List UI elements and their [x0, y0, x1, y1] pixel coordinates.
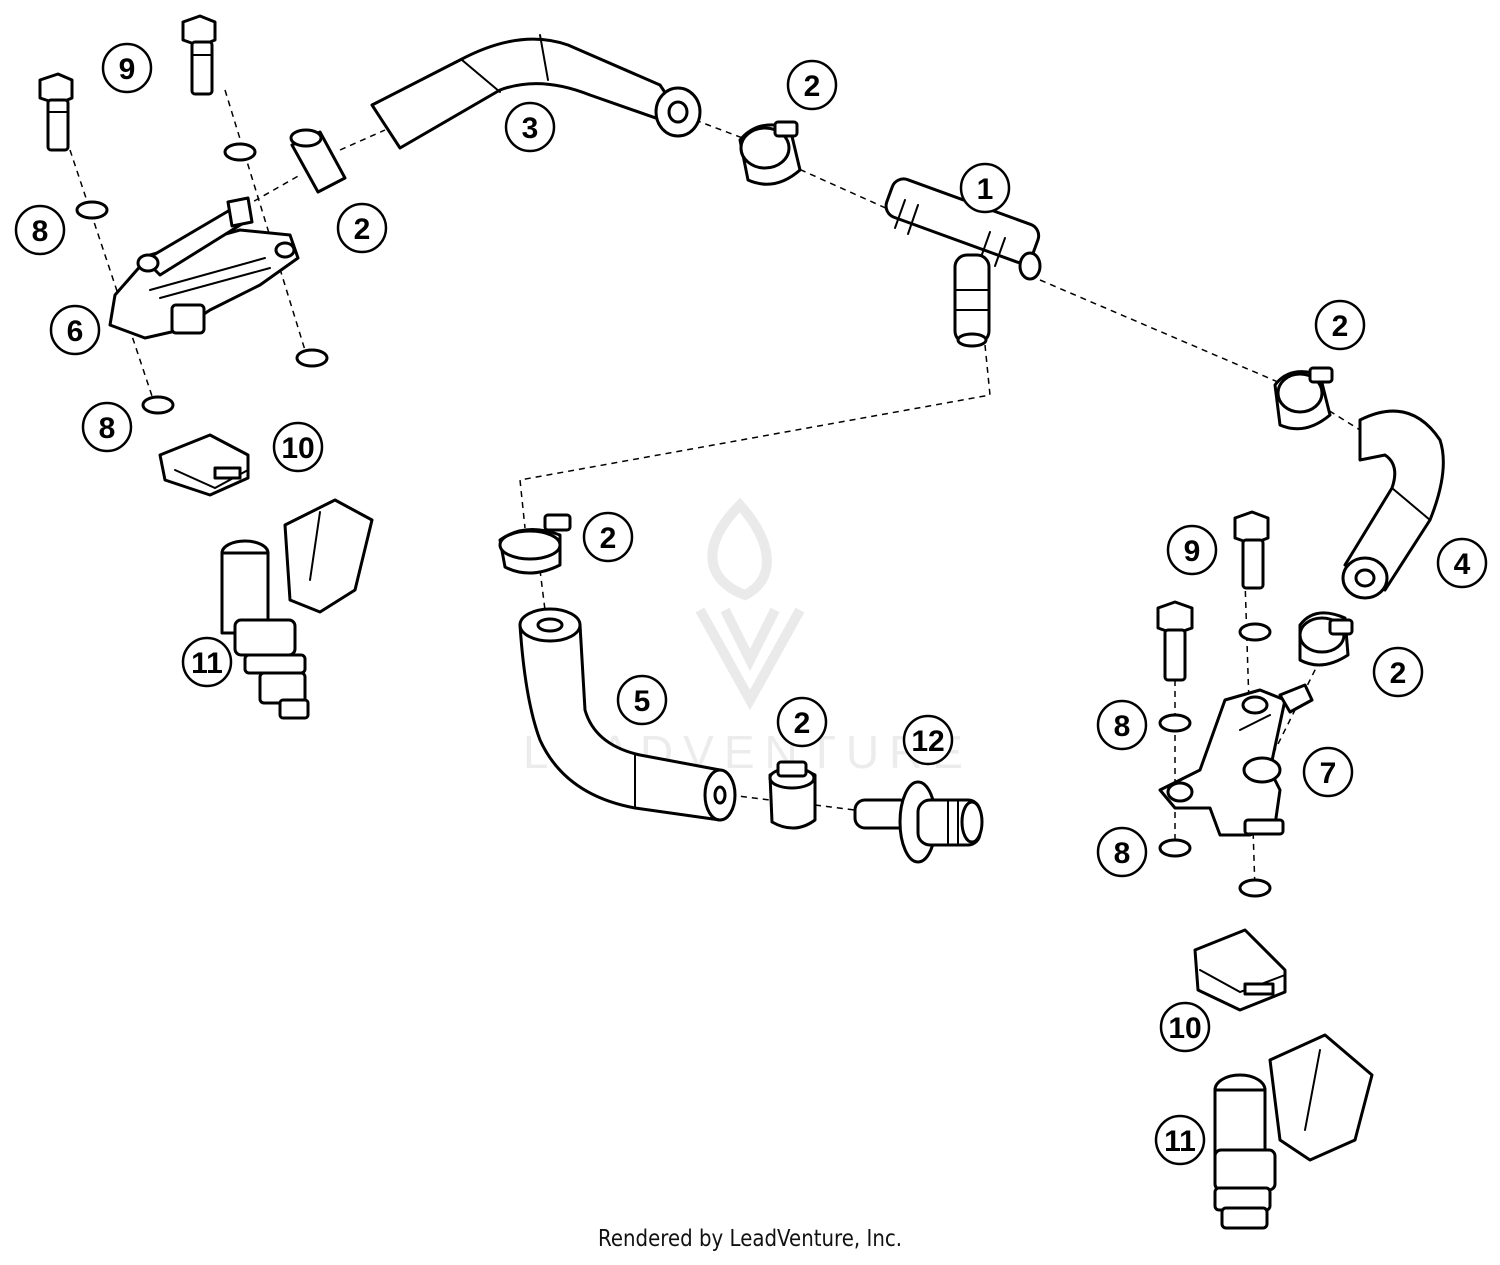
hose-clamp-2-e: [498, 513, 572, 575]
callout-c9b: 9: [1166, 524, 1218, 576]
callout-number: 9: [119, 53, 136, 86]
callout-number: 10: [1168, 1012, 1201, 1045]
injector-clip-10-left: [158, 433, 250, 497]
callout-number: 2: [1332, 310, 1349, 343]
callout-number: 1: [977, 173, 994, 206]
washers-8-left: [75, 142, 329, 415]
callouts: 9 3 2 8 2 1 6 8 10 2 2 9 4 11 2 5 2 12 8 7 8 10 11: [14, 42, 1488, 1166]
callout-number: 8: [99, 412, 116, 445]
callout-c2f: 2: [776, 696, 828, 748]
fuel-injector-11-right: [1213, 1033, 1374, 1230]
fuel-rail-6-left: [108, 196, 300, 340]
bolt-9-left-a: [38, 72, 74, 152]
callout-number: 3: [522, 112, 539, 145]
callout-c3: 3: [504, 101, 556, 153]
callout-number: 7: [1320, 757, 1337, 790]
callout-c7: 7: [1302, 746, 1354, 798]
callout-circle: [1166, 524, 1218, 576]
callout-c4: 4: [1436, 537, 1488, 589]
callout-circle: [504, 101, 556, 153]
callout-number: 11: [1164, 1125, 1196, 1158]
callout-circle: [1302, 746, 1354, 798]
callout-number: 8: [1114, 710, 1131, 743]
callout-number: 2: [804, 70, 821, 103]
callout-c2d: 2: [582, 511, 634, 563]
fitting-12: [853, 780, 984, 864]
callout-circle: [81, 401, 133, 453]
fuel-hose-5: [518, 607, 737, 822]
callout-c2e: 2: [1372, 646, 1424, 698]
callout-circle: [1436, 537, 1488, 589]
callout-circle: [181, 636, 233, 688]
callout-number: 2: [1390, 657, 1407, 690]
callout-c10b: 10: [1159, 1001, 1211, 1053]
callout-c8d: 8: [1096, 826, 1148, 878]
washers-8-right: [1158, 622, 1272, 898]
callout-c10a: 10: [272, 421, 324, 473]
callout-c8c: 8: [1096, 699, 1148, 751]
fuel-injector-11-left: [220, 498, 374, 720]
callout-c11a: 11: [181, 636, 233, 688]
callout-c11b: 11: [1154, 1114, 1206, 1166]
callout-circle: [1096, 699, 1148, 751]
callout-circle: [1159, 1001, 1211, 1053]
callout-circle: [1096, 826, 1148, 878]
callout-number: 6: [67, 315, 84, 348]
t-fitting-1: [884, 177, 1042, 348]
bolt-9-right-b: [1156, 600, 1194, 682]
callout-c1: 1: [959, 162, 1011, 214]
callout-c12: 12: [902, 714, 954, 766]
callout-circle: [14, 204, 66, 256]
callout-c2b: 2: [336, 202, 388, 254]
callout-circle: [49, 304, 101, 356]
callout-circle: [616, 674, 668, 726]
callout-circle: [336, 202, 388, 254]
callout-circle: [1372, 646, 1424, 698]
callout-number: 9: [1184, 535, 1201, 568]
fuel-rail-7-right: [1158, 683, 1314, 837]
callout-c2a: 2: [786, 59, 838, 111]
callout-number: 10: [281, 432, 314, 465]
fuel-hose-4: [1341, 409, 1445, 600]
callout-number: 11: [191, 647, 223, 680]
callout-c8b: 8: [81, 401, 133, 453]
callout-circle: [1314, 299, 1366, 351]
hose-clamp-2-d: [1298, 611, 1354, 667]
callout-circle: [959, 162, 1011, 214]
callout-circle: [902, 714, 954, 766]
callout-circle: [101, 42, 153, 94]
callout-circle: [272, 421, 324, 473]
hose-clamp-2-b: [738, 120, 802, 186]
callout-number: 2: [600, 522, 617, 555]
callout-circle: [776, 696, 828, 748]
fuel-hose-3: [370, 34, 702, 150]
callout-circle: [582, 511, 634, 563]
bolt-9-left-b: [181, 14, 217, 96]
callout-circle: [786, 59, 838, 111]
bolt-9-right-a: [1233, 510, 1270, 590]
callout-number: 12: [911, 725, 944, 758]
hose-clamp-2-c: [1273, 366, 1334, 431]
callout-c5: 5: [616, 674, 668, 726]
callout-number: 8: [1114, 837, 1131, 870]
injector-clip-10-right: [1193, 928, 1287, 1012]
callout-number: 2: [354, 213, 371, 246]
callout-number: 5: [634, 685, 651, 718]
callout-c9a: 9: [101, 42, 153, 94]
callout-c6: 6: [49, 304, 101, 356]
callout-number: 8: [32, 215, 49, 248]
footer-credit: Rendered by LeadVenture, Inc.: [597, 1226, 903, 1252]
callout-c2c: 2: [1314, 299, 1366, 351]
callout-c8a: 8: [14, 204, 66, 256]
hose-clamp-2-a: [289, 128, 347, 194]
hose-clamp-2-f: [768, 760, 817, 830]
callout-number: 2: [794, 707, 811, 740]
callout-number: 4: [1454, 548, 1471, 581]
callout-circle: [1154, 1114, 1206, 1166]
